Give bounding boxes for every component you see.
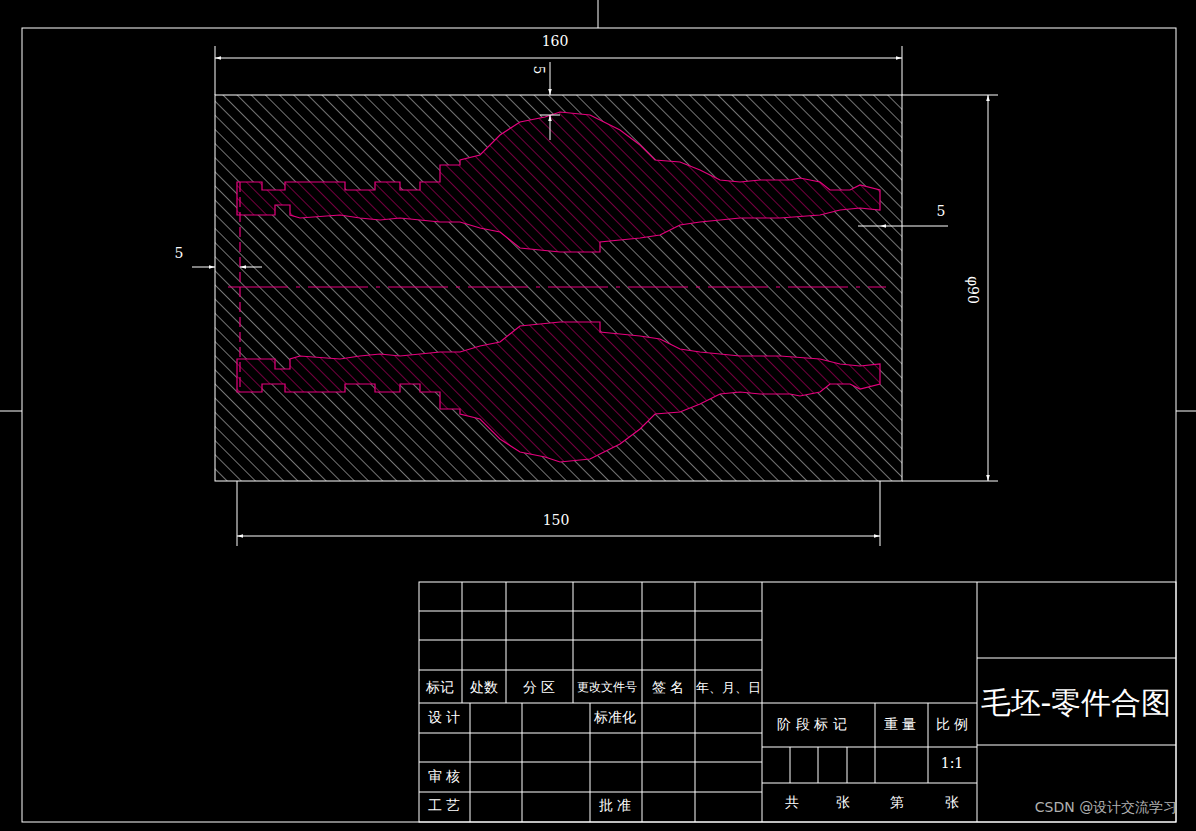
table-cell: 第 — [890, 795, 904, 810]
table-cell: 处数 — [470, 680, 498, 695]
dimension-value: 5 — [175, 246, 184, 261]
table-cell: 工 艺 — [428, 798, 460, 813]
table-cell: 设 计 — [428, 710, 460, 725]
table-cell: 分 区 — [523, 680, 555, 695]
table-cell: 标准化 — [594, 710, 636, 725]
table-cell: 阶 段 标 记 — [777, 717, 846, 732]
table-cell: 标记 — [426, 680, 454, 695]
table-cell: 签 名 — [652, 680, 684, 695]
table-cell: 1:1 — [941, 756, 964, 771]
table-cell: 张 — [945, 795, 959, 810]
dimension-value: 5 — [937, 204, 946, 219]
table-cell: 批 准 — [599, 798, 631, 813]
table-cell: 更改文件号 — [577, 681, 637, 694]
table-cell: 比 例 — [936, 717, 968, 732]
dimension-value: 150 — [543, 513, 570, 528]
drawing-title: 毛坯-零件合图 — [981, 686, 1172, 719]
dimension-value: φ90 — [964, 276, 979, 304]
table-cell: 年、月、日 — [696, 681, 761, 695]
table-cell: 共 — [785, 795, 799, 810]
table-cell: 张 — [836, 795, 850, 810]
dimension-value: 160 — [542, 34, 569, 49]
dimension-value: 5 — [530, 66, 545, 75]
table-cell: 审 核 — [428, 769, 460, 784]
watermark: CSDN @设计交流学习 — [1035, 800, 1177, 815]
table-cell: 重 量 — [884, 717, 916, 732]
